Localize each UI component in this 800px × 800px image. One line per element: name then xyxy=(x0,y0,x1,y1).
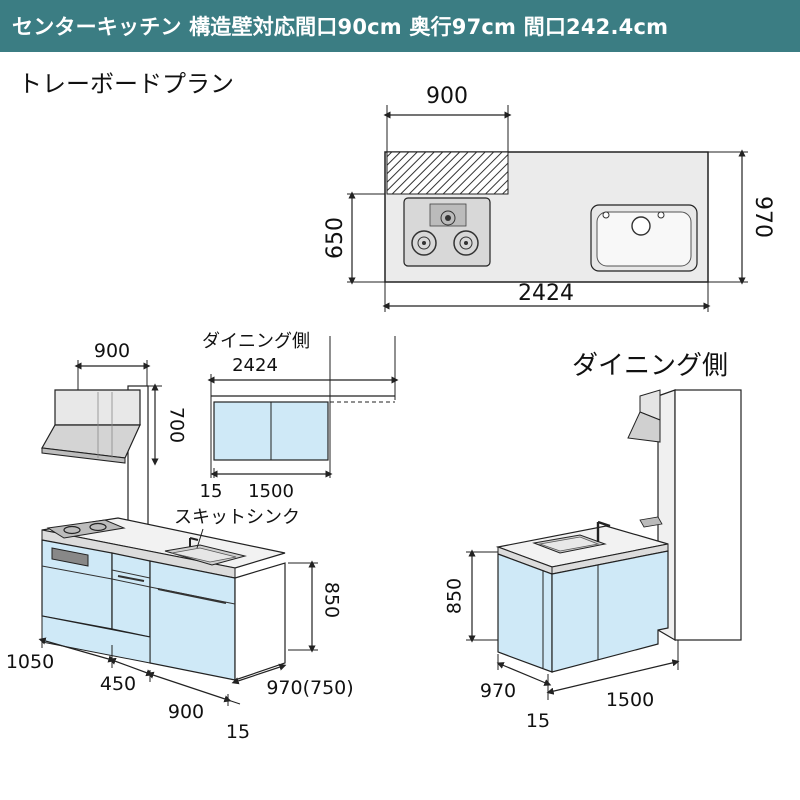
header-banner: センターキッチン 構造壁対応間口90cm 奥行97cm 間口242.4cm xyxy=(0,0,800,52)
plan-sink xyxy=(590,204,698,272)
dining-view-side xyxy=(497,553,553,673)
plan-counter-depth-dim: 650 xyxy=(323,217,348,259)
dining-view-tall-panel xyxy=(674,389,742,641)
dining-detail-edge-dim: 15 xyxy=(200,481,223,502)
dining-view-depth-dim: 970 xyxy=(480,680,516,702)
dining-view: ダイニング側 850 970 xyxy=(444,351,742,732)
dining-view-width-dim: 1500 xyxy=(606,689,654,711)
dining-view-title: ダイニング側 xyxy=(572,351,728,381)
front-sink xyxy=(164,537,247,566)
plan-wall-hatch xyxy=(386,151,509,195)
dining-detail-side-label: ダイニング側 xyxy=(202,331,310,352)
dining-detail-panel-dim: 1500 xyxy=(248,481,294,502)
header-title: センターキッチン 構造壁対応間口90cm 奥行97cm 間口242.4cm xyxy=(12,15,669,39)
front-seg1-dim: 1050 xyxy=(6,651,54,673)
front-edge-dim: 15 xyxy=(226,721,250,743)
plan-stove xyxy=(403,197,491,267)
dining-detail: ダイニング側 2424 15 1500 xyxy=(200,331,399,502)
dining-view-edge-dim: 15 xyxy=(526,710,550,732)
front-hood-height-dim: 700 xyxy=(166,407,188,443)
front-range-hood xyxy=(41,389,141,464)
dining-view-height-dim: 850 xyxy=(444,578,466,614)
plan-title: トレーボードプラン xyxy=(18,70,234,98)
front-seg2-dim: 450 xyxy=(100,673,136,695)
front-view: 900 700 xyxy=(6,340,354,743)
front-cabinets xyxy=(41,539,286,681)
front-seg3-dim: 900 xyxy=(168,701,204,723)
front-hood-width-dim: 900 xyxy=(94,340,130,362)
plan-view: 900 970 xyxy=(323,84,775,312)
dining-detail-total-dim: 2424 xyxy=(232,355,278,376)
plan-depth-dim: 970 xyxy=(750,196,775,238)
front-stove xyxy=(46,519,126,539)
front-height-dim: 850 xyxy=(321,582,343,618)
plan-hood-dim: 900 xyxy=(426,84,468,109)
plan-width-dim: 2424 xyxy=(518,281,574,306)
front-depth-dim: 970(750) xyxy=(266,677,353,699)
front-sink-label: スキットシンク xyxy=(174,507,300,528)
